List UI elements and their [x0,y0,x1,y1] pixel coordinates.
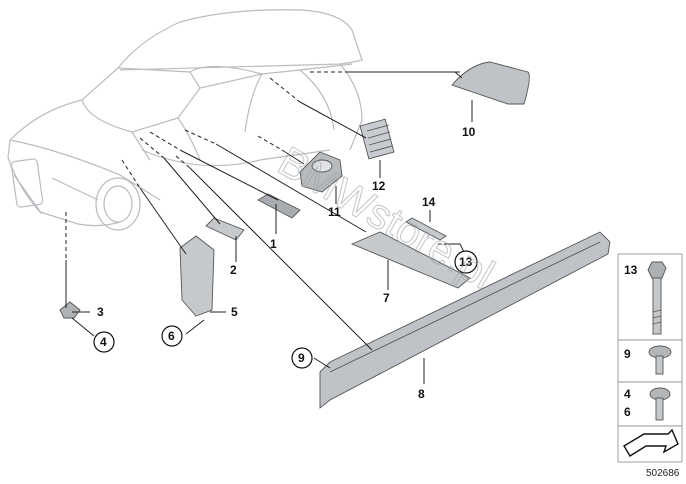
callout-12: 12 [372,179,386,193]
svg-text:8: 8 [418,387,425,401]
svg-text:6: 6 [168,329,175,343]
svg-text:10: 10 [462,125,476,139]
callout-1: 1 [270,237,277,251]
arrow-icon [623,428,679,457]
svg-text:13: 13 [459,255,473,269]
svg-text:1: 1 [270,237,277,251]
car-outline [7,9,363,231]
callout-9: 9 [291,347,313,369]
svg-text:9: 9 [298,351,305,365]
svg-text:5: 5 [231,305,238,319]
svg-text:4: 4 [100,335,107,349]
fastener-6-label: 6 [624,405,631,419]
watermark: BMWstore.pl [271,137,503,298]
part-5-panel [179,235,215,317]
fastener-panel: 13 9 4 6 [617,253,683,463]
fastener-13-label: 13 [624,263,638,277]
callout-6: 6 [161,325,183,347]
bolt-icon [647,261,667,335]
callout-2: 2 [230,263,237,277]
part-10-floor-pad [451,61,530,105]
svg-text:3: 3 [97,305,104,319]
part-2-clip [205,217,245,241]
fastener-9-label: 9 [624,347,631,361]
callout-8: 8 [418,387,425,401]
part-11-unit [299,151,343,193]
part-8-sill-trim [319,231,611,409]
part-12-grille [359,118,395,160]
svg-text:7: 7 [383,291,390,305]
callout-3: 3 [97,305,104,319]
callout-10: 10 [462,125,476,139]
screw-icon [648,345,672,375]
callout-4: 4 [93,331,115,353]
fastener-4-label: 4 [624,387,631,401]
callout-5: 5 [231,305,238,319]
svg-text:14: 14 [422,195,436,209]
callout-11: 11 [328,205,341,219]
callout-7: 7 [383,291,390,305]
leader-lines [65,71,473,384]
callout-14: 14 [422,195,436,209]
screw-icon [649,387,671,421]
svg-text:11: 11 [328,205,341,219]
part-3-bracket [59,301,81,319]
svg-text:12: 12 [372,179,386,193]
diagram-code: 502686 [646,468,680,479]
part-1-bracket [257,193,301,219]
svg-text:2: 2 [230,263,237,277]
part-7-sill-plate [350,231,471,289]
callout-13: 13 [454,250,478,274]
part-14-strip [405,217,447,241]
